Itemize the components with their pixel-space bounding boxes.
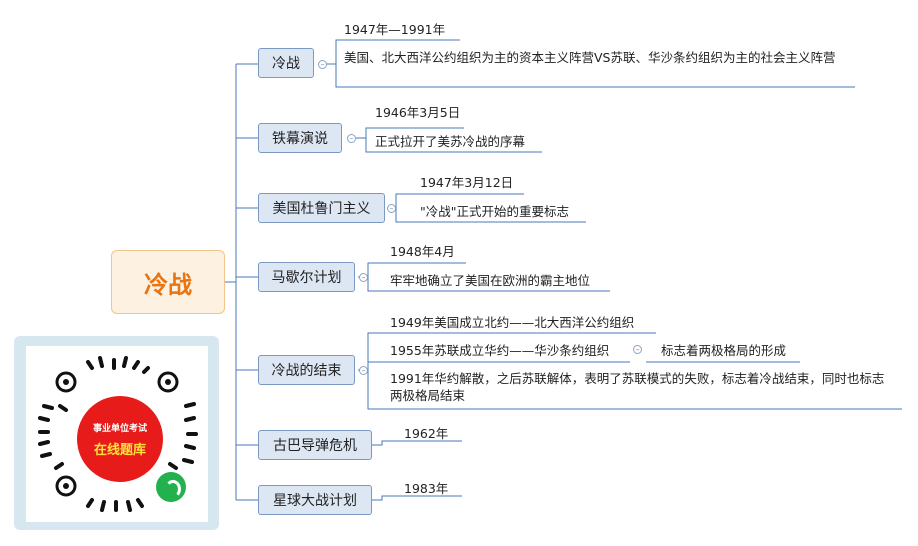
branch-cuba[interactable]: 古巴导弹危机 [258, 430, 372, 460]
leaf-date[interactable]: 1948年4月 [390, 244, 455, 259]
leaf-1991[interactable]: 1991年华约解散，之后苏联解体，表明了苏联模式的失败，标志着冷战结束，同时也标… [390, 371, 885, 403]
leaf-nato[interactable]: 1949年美国成立北约——北大西洋公约组织 [390, 315, 635, 330]
branch-end[interactable]: 冷战的结束 [258, 355, 355, 385]
collapse-icon[interactable]: – [318, 60, 327, 69]
qr-pattern [38, 356, 198, 512]
qr-line2: 在线题库 [93, 442, 146, 458]
leaf-date[interactable]: 1947年3月12日 [420, 175, 514, 190]
branch-cold-war[interactable]: 冷战 [258, 48, 314, 78]
root-node[interactable]: 冷战 [111, 250, 225, 314]
leaf-bipolar[interactable]: 标志着两极格局的形成 [661, 343, 787, 358]
branch-star-wars[interactable]: 星球大战计划 [258, 485, 372, 515]
collapse-icon[interactable]: – [359, 273, 368, 282]
leaf-warsaw[interactable]: 1955年苏联成立华约——华沙条约组织 [390, 343, 610, 358]
collapse-icon[interactable]: – [633, 345, 642, 354]
leaf-date[interactable]: 1983年 [404, 481, 449, 496]
leaf-date[interactable]: 1962年 [404, 426, 449, 441]
mini-program-icon [156, 472, 186, 502]
collapse-icon[interactable]: – [359, 366, 368, 375]
leaf-desc[interactable]: 正式拉开了美苏冷战的序幕 [375, 134, 526, 149]
branch-iron-curtain[interactable]: 铁幕演说 [258, 123, 342, 153]
leaf-desc[interactable]: 牢牢地确立了美国在欧洲的霸主地位 [390, 273, 591, 288]
leaf-camps[interactable]: 美国、北大西洋公约组织为主的资本主义阵营VS苏联、华沙条约组织为主的社会主义阵营 [344, 50, 836, 65]
branch-marshall[interactable]: 马歇尔计划 [258, 262, 355, 292]
qr-badge: 事业单位考试 在线题库 [77, 396, 163, 482]
leaf-date[interactable]: 1946年3月5日 [375, 105, 461, 120]
collapse-icon[interactable]: – [387, 204, 396, 213]
leaf-1947-1991[interactable]: 1947年—1991年 [344, 22, 446, 37]
collapse-icon[interactable]: – [347, 134, 356, 143]
branch-truman[interactable]: 美国杜鲁门主义 [258, 193, 385, 223]
leaf-desc[interactable]: "冷战"正式开始的重要标志 [420, 204, 569, 219]
qr-line1: 事业单位考试 [92, 423, 147, 434]
